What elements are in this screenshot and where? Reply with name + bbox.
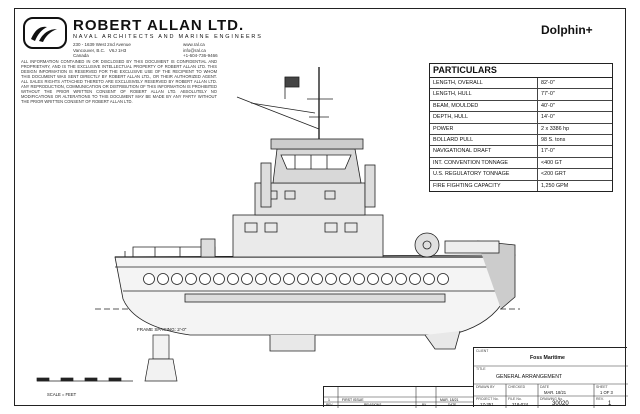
client-name: Foss Maritime: [530, 355, 565, 361]
company-subtitle: NAVAL ARCHITECTS AND MARINE ENGINEERS: [73, 34, 263, 40]
row-value: 98 S. tons: [541, 136, 566, 143]
row-value: 2 x 3386 hp: [541, 125, 570, 132]
scale-bar: [36, 377, 133, 382]
drawing-number: 30020: [552, 401, 569, 407]
vessel-name: Dolphin+: [541, 23, 593, 37]
revisions-table: 1 FIRST ISSUE MAR. 18/21 REV. REVISIONS …: [323, 386, 474, 408]
exhaust-stack: [260, 162, 272, 208]
row-label: DEPTH, HULL: [430, 112, 538, 123]
row-label: NAVIGATIONAL DRAFT: [430, 146, 538, 157]
row-label: INT. CONVENTION TONNAGE: [430, 157, 538, 169]
azimuth-thruster: [144, 334, 178, 382]
bow-platform: [444, 240, 500, 254]
row-label: FIRE FIGHTING CAPACITY: [430, 180, 538, 191]
row-label: BEAM, MOULDED: [430, 100, 538, 112]
checked-label: CHECKED: [508, 385, 526, 389]
file-label: FILE No.: [508, 397, 522, 401]
project-label: PROJECT No.: [476, 397, 499, 401]
revision-number: 1: [328, 398, 330, 402]
winch-drum: [414, 232, 440, 258]
title-label: TITLE: [476, 367, 486, 371]
scale-label: SCALE = FEET: [47, 392, 77, 397]
row-label: U.S. REGULATORY TONNAGE: [430, 169, 538, 180]
drawing-date: MAR. 18/21: [544, 390, 567, 395]
company-contact: www.ral.ca info@ral.ca +1-604-736-9466: [183, 42, 218, 58]
tug-profile-drawing: [36, 67, 520, 382]
date-label: DATE: [540, 385, 550, 389]
title-block-grid: [474, 365, 628, 408]
revisions-grid: [324, 387, 474, 408]
col-rev: REV.: [326, 403, 334, 407]
main-deckhouse: [232, 214, 384, 258]
wheelhouse-roof: [270, 138, 364, 150]
title-block: CLIENT Foss Maritime TITLE GENERAL ARRAN…: [473, 347, 628, 408]
bow-skeg: [424, 330, 461, 350]
tire-fenders: [143, 273, 449, 285]
row-label: BOLLARD PULL: [430, 134, 538, 146]
revision-date: MAR. 18/21: [440, 398, 459, 402]
col-by: BY: [422, 403, 427, 407]
sheet-label: SHEET: [596, 385, 608, 389]
row-value: 17'-0": [541, 148, 555, 155]
company-logo: [23, 17, 67, 49]
row-label: POWER: [430, 123, 538, 134]
row-value: <400 GT: [541, 159, 563, 166]
confidentiality-notice: ALL INFORMATION CONTAINED IN OR DISCLOSE…: [21, 59, 217, 104]
row-value: 77'-0": [541, 91, 555, 98]
rev-label: REV.: [596, 397, 604, 401]
row-value: 40'-0": [541, 102, 555, 109]
drawing-number-label: DRAWING No.: [540, 397, 564, 401]
sheet-number: 1 OF 3: [600, 390, 613, 395]
file-number: 218-024: [512, 402, 529, 407]
row-value: <200 GRT: [541, 171, 566, 178]
logo-mark-icon: [31, 26, 57, 42]
flag-icon: [284, 76, 300, 88]
row-value: 82'-0": [541, 80, 555, 86]
skeg: [269, 335, 316, 352]
table-row: INT. CONVENTION TONNAGE<400 GT: [430, 157, 612, 170]
frame-spacing-note: FRAME SPACING: 2'-0": [137, 327, 187, 332]
drawn-by-label: DRAWN BY: [476, 385, 495, 389]
row-value: 14'-0": [541, 114, 555, 121]
row-value: 1,250 GPM: [541, 182, 569, 189]
exhaust-stack: [364, 164, 376, 208]
row-label: LENGTH, OVERALL: [430, 78, 538, 89]
revision-description: FIRST ISSUE: [342, 398, 364, 402]
lower-fender: [184, 293, 446, 303]
col-revisions: REVISIONS: [364, 403, 382, 407]
row-label: LENGTH, HULL: [430, 89, 538, 100]
rev-number: 1: [608, 401, 612, 407]
table-row: U.S. REGULATORY TONNAGE<200 GRT: [430, 169, 612, 181]
company-address: 230 - 1639 West 2nd Avenue Vancouver, B.…: [73, 42, 131, 58]
project-number: 17-351: [480, 402, 494, 407]
col-date: DATE: [448, 403, 457, 407]
particulars-title: PARTICULARS: [430, 64, 612, 78]
company-name: ROBERT ALLAN LTD.: [73, 17, 245, 34]
drawing-title: GENERAL ARRANGEMENT: [496, 374, 563, 380]
client-label: CLIENT: [476, 349, 489, 353]
antenna-boom: [236, 96, 320, 130]
drawing-sheet: ROBERT ALLAN LTD. NAVAL ARCHITECTS AND M…: [14, 8, 628, 408]
